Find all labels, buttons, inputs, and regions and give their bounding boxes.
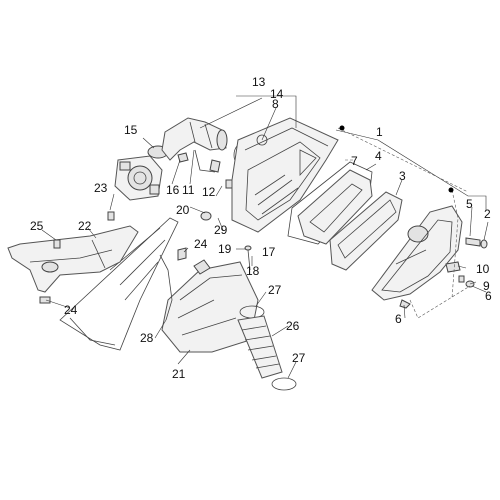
label-29: 29 bbox=[214, 223, 228, 237]
label-24b: 24 bbox=[194, 237, 208, 251]
label-20: 20 bbox=[176, 203, 190, 217]
label-18: 18 bbox=[246, 264, 260, 278]
screws-right bbox=[399, 237, 488, 309]
label-22: 22 bbox=[78, 219, 92, 233]
small-parts-middle bbox=[177, 149, 235, 221]
label-19: 19 bbox=[218, 242, 232, 256]
label-26: 26 bbox=[286, 319, 300, 333]
label-23: 23 bbox=[94, 181, 108, 195]
label-8: 8 bbox=[272, 97, 279, 111]
reference-dot bbox=[339, 125, 345, 131]
airbox-housing-part-1 bbox=[231, 117, 339, 233]
label-10: 10 bbox=[476, 262, 490, 276]
leader-lines bbox=[41, 95, 489, 379]
bellows-hose-part-26 bbox=[237, 315, 283, 379]
label-6b: 6 bbox=[395, 312, 402, 326]
label-28: 28 bbox=[140, 331, 154, 345]
label-7: 7 bbox=[351, 154, 358, 168]
label-24a: 24 bbox=[64, 303, 78, 317]
label-15: 15 bbox=[124, 123, 138, 137]
filter-cartridge-part-3 bbox=[329, 191, 403, 271]
label-21: 21 bbox=[172, 367, 186, 381]
label-13: 13 bbox=[252, 75, 266, 89]
bolt-part-18 bbox=[244, 245, 252, 271]
filter-element-part-4 bbox=[297, 169, 373, 245]
label-5: 5 bbox=[466, 197, 473, 211]
intake-duct-part-13 bbox=[147, 117, 228, 161]
clip-part-24 bbox=[177, 247, 187, 261]
label-16: 16 bbox=[166, 183, 180, 197]
label-12: 12 bbox=[202, 185, 216, 199]
label-25: 25 bbox=[30, 219, 44, 233]
lower-duct-part-21 bbox=[161, 259, 259, 353]
throttle-body bbox=[114, 155, 163, 201]
label-14: 14 bbox=[270, 87, 284, 101]
seal-strip-part-28 bbox=[159, 254, 173, 321]
part-number-labels: 1 2 3 4 5 6 6 7 8 9 10 11 12 13 14 15 16… bbox=[30, 75, 492, 381]
intake-snorkel-part-22 bbox=[7, 225, 139, 293]
small-clips-left bbox=[39, 211, 115, 304]
label-3: 3 bbox=[399, 169, 406, 183]
label-27a: 27 bbox=[268, 283, 282, 297]
label-2: 2 bbox=[484, 207, 491, 221]
ring-part-27-bottom bbox=[271, 377, 297, 391]
label-27b: 27 bbox=[292, 351, 306, 365]
label-11: 11 bbox=[182, 183, 195, 197]
label-4: 4 bbox=[375, 149, 382, 163]
label-17: 17 bbox=[262, 245, 276, 259]
airbox-cover bbox=[371, 205, 463, 301]
reference-dot bbox=[448, 187, 454, 193]
label-1: 1 bbox=[376, 125, 383, 139]
label-9: 9 bbox=[483, 279, 490, 293]
label-6a: 6 bbox=[485, 289, 492, 303]
